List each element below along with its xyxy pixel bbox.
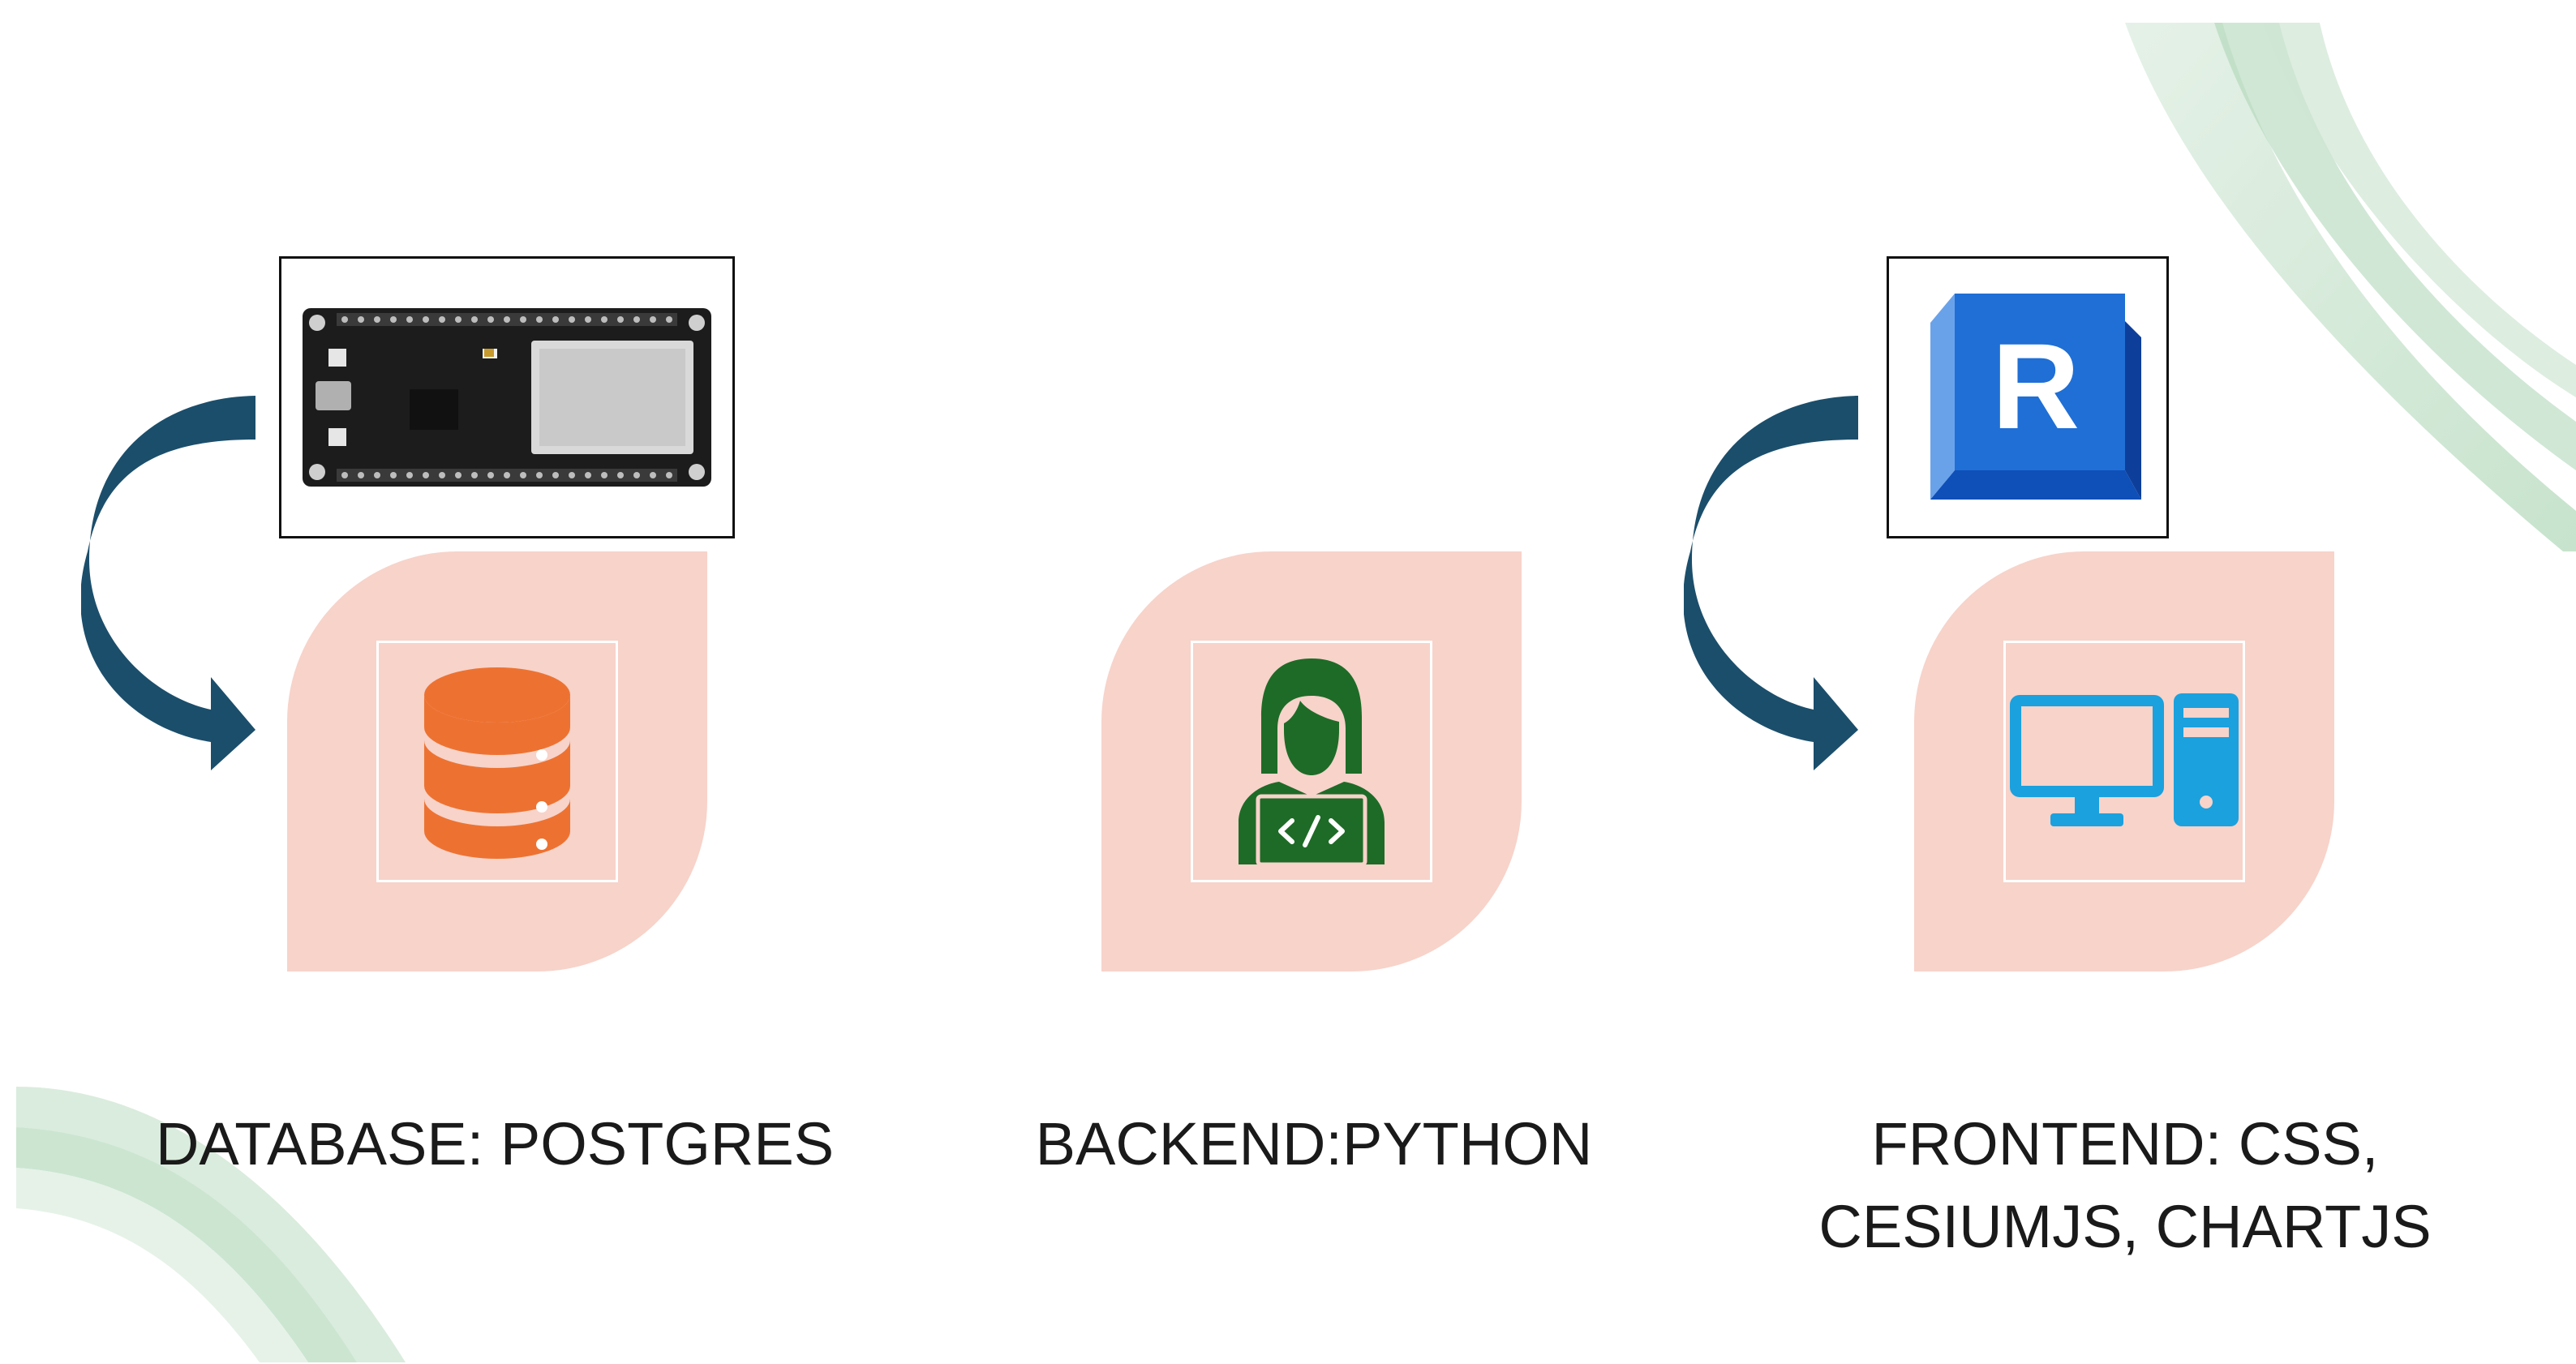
frontend-label-line-2: CESIUMJS, CHARTJS <box>1818 1193 2432 1260</box>
curved-arrow-revit-to-frontend <box>1684 396 1858 770</box>
decorative-swoosh-bottom-left <box>16 1087 406 1362</box>
database-tile <box>287 551 707 972</box>
developer-icon <box>1239 658 1385 867</box>
backend-label: BACKEND:PYTHON <box>1035 1110 1593 1177</box>
frontend-tile <box>1914 551 2334 972</box>
revit-logo: R <box>1887 256 2169 538</box>
curved-arrow-board-to-database <box>81 396 255 770</box>
esp32-board-illustration <box>303 308 711 487</box>
frontend-label-line-1: FRONTEND: CSS, <box>1871 1110 2379 1177</box>
revit-logo-icon: R <box>1930 294 2141 500</box>
microcontroller-board-image <box>279 256 735 538</box>
revit-logo-letter: R <box>1992 318 2080 454</box>
frontend-icon-frame <box>2003 641 2245 882</box>
database-icon <box>424 667 570 859</box>
backend-icon-frame <box>1191 641 1432 882</box>
database-icon-frame <box>376 641 618 882</box>
computer-icon <box>2010 693 2239 826</box>
backend-tile <box>1101 551 1522 972</box>
database-label: DATABASE: POSTGRES <box>155 1110 835 1177</box>
decorative-swoosh-top-right <box>2125 23 2576 551</box>
